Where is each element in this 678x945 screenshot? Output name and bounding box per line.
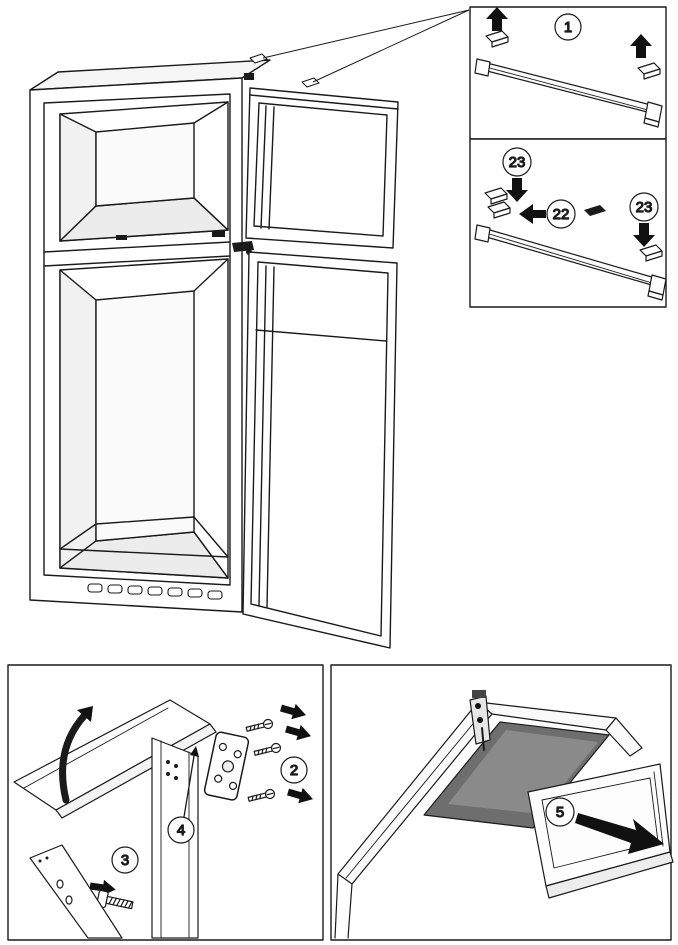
callout-label: 2 bbox=[290, 762, 298, 779]
trim-clip-door-icon bbox=[301, 77, 320, 88]
divider-hinge-icon bbox=[212, 231, 225, 237]
callout-label: 22 bbox=[553, 206, 570, 223]
callout-circle bbox=[502, 147, 532, 177]
divider-latch-icon bbox=[116, 235, 127, 240]
leader-line bbox=[262, 9, 470, 59]
lift-arrow-icon bbox=[59, 706, 93, 804]
callout-leader-lines bbox=[262, 9, 470, 83]
callout-circle bbox=[545, 797, 575, 827]
hinge-plate bbox=[203, 731, 250, 801]
callout-step-22: 22 bbox=[546, 199, 576, 229]
fridge-door bbox=[242, 251, 398, 649]
callout-circle bbox=[111, 846, 139, 874]
door-edge-panel bbox=[29, 844, 123, 939]
callout-label: 23 bbox=[509, 154, 526, 171]
callout-label: 5 bbox=[556, 804, 564, 821]
callout-label: 23 bbox=[636, 199, 653, 216]
panel-handle-install: 1 bbox=[469, 6, 667, 140]
top-hinge-icon bbox=[244, 73, 254, 80]
arrow-head-icon bbox=[190, 746, 199, 757]
callout-step-3: 3 bbox=[111, 846, 139, 874]
trim-clip-cabinet-icon bbox=[249, 53, 268, 64]
pull-arrow-icon bbox=[575, 813, 664, 854]
opening-inner-shadow bbox=[448, 730, 598, 814]
handle-strip bbox=[474, 224, 667, 301]
callout-circle bbox=[167, 816, 195, 844]
callout-circle bbox=[629, 192, 659, 222]
callout-step-2: 2 bbox=[280, 756, 308, 784]
callout-label: 3 bbox=[121, 852, 129, 869]
freezer-door bbox=[245, 87, 399, 249]
trim-clip-dark-icon bbox=[584, 205, 606, 216]
compartment-divider bbox=[43, 231, 231, 267]
callout-label: 4 bbox=[177, 822, 185, 839]
callout-step-4: 4 bbox=[167, 746, 199, 844]
callout-circle bbox=[280, 756, 308, 784]
callout-label: 1 bbox=[564, 19, 572, 36]
leader-line bbox=[312, 9, 470, 83]
callout-step-1: 1 bbox=[554, 13, 582, 41]
shelf-front-bar bbox=[545, 851, 674, 899]
callout-circle bbox=[546, 199, 576, 229]
panel-shelf-removal: 5 bbox=[330, 664, 674, 941]
freezer-compartment bbox=[59, 101, 229, 242]
fridge-compartment bbox=[59, 258, 229, 579]
callout-step-23-right: 23 bbox=[629, 192, 659, 222]
refrigerator-illustration bbox=[29, 53, 399, 649]
panel-hinge-detail: 2 4 3 bbox=[7, 664, 324, 941]
panel-trim-fit: 23 22 23 bbox=[469, 138, 667, 308]
arrow-left-icon bbox=[519, 204, 546, 224]
top-hinge-bracket bbox=[469, 690, 491, 751]
callout-step-5: 5 bbox=[545, 797, 575, 827]
callout-circle bbox=[554, 13, 582, 41]
handle-strip bbox=[474, 58, 663, 128]
callout-step-23-left: 23 bbox=[502, 147, 532, 177]
base-vent-grille bbox=[87, 583, 223, 600]
right-rim-corner bbox=[605, 717, 643, 757]
